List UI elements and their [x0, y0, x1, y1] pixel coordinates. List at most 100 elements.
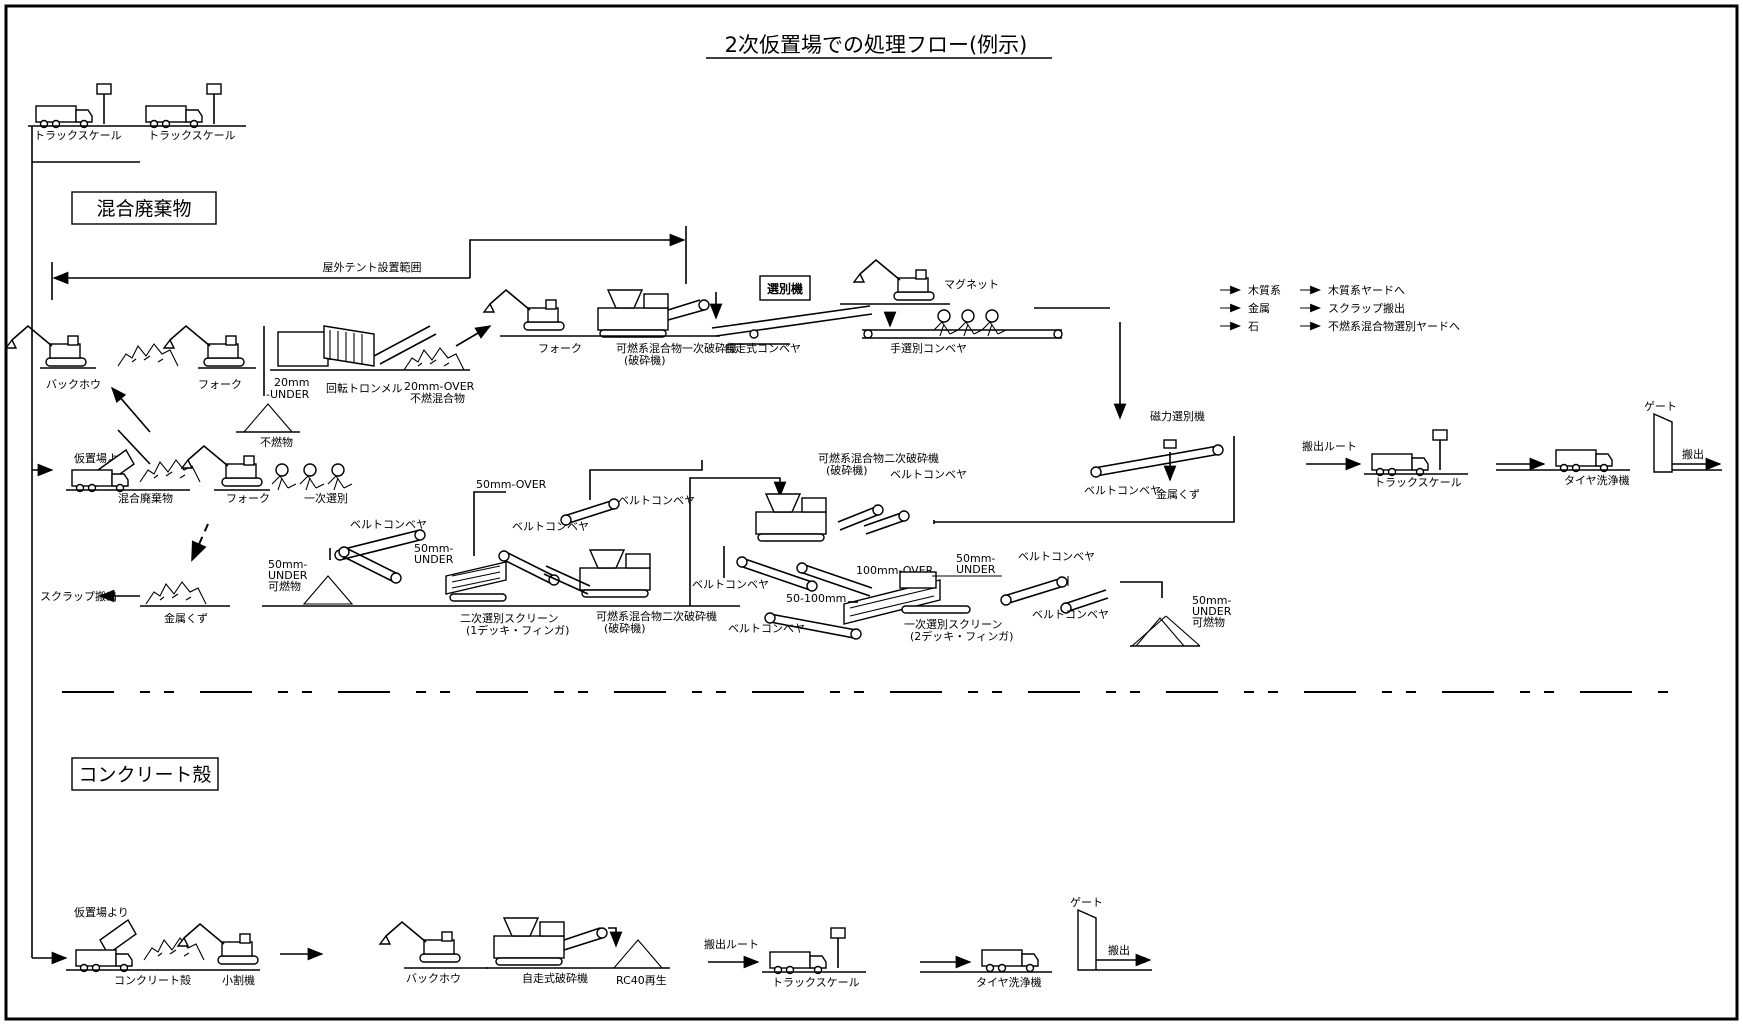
tire-wash-label-1: タイヤ洗浄機 — [1564, 473, 1630, 487]
over-50-top-label: 50mm-OVER — [476, 478, 547, 491]
screen-1st-label: 一次選別スクリーン(2デッキ・フィンガ) — [904, 617, 1013, 643]
fork-unit-3: フォーク — [181, 445, 270, 505]
incombustible-pile — [243, 403, 293, 433]
mixed-debris-label: 混合廃棄物 — [118, 491, 173, 505]
metal-scrap-label-2: 金属くず — [1156, 487, 1200, 501]
under-50-pile-a — [303, 575, 353, 605]
rotary-trommel-unit: 回転トロンメル — [270, 325, 470, 395]
concrete-shell-label: コンクリート殻 — [114, 973, 191, 987]
fork-label-1: フォーク — [198, 378, 242, 391]
under-20-label-1: 20mm-UNDER — [266, 376, 310, 401]
belt-conveyor-1b — [338, 546, 402, 584]
fork-label-3: フォーク — [226, 492, 270, 505]
backhoe-label: バックホウ — [46, 378, 101, 391]
secondary-screen: 二次選別スクリーン(1デッキ・フィンガ) — [445, 561, 569, 637]
gate-1: ゲート — [1644, 400, 1677, 473]
fork-unit-2: フォーク — [483, 289, 590, 355]
drop-arrow-rc40 — [608, 927, 623, 948]
belt-conveyor-7 — [796, 562, 873, 597]
flow-arrow-up-backhoe — [110, 386, 151, 433]
manual-conveyor-label: 手選別コンベヤ — [890, 341, 967, 355]
belt-label-1: ベルトコンベヤ — [350, 518, 427, 531]
truck-scale-label-4: トラックスケール — [772, 976, 860, 989]
route-to-crusher-2nd-b — [689, 477, 787, 606]
section-box-mixed — [71, 191, 217, 225]
crusher-2nd-b: 可燃系混合物二次破砕機(破砕機) — [755, 451, 939, 542]
out-metal-label: 金属 — [1248, 301, 1270, 315]
trommel-label: 回転トロンメル — [326, 382, 403, 395]
truck-scale-unit-3: トラックスケール — [1364, 429, 1468, 489]
belt-conveyor-9 — [1000, 576, 1068, 606]
magnetic-sep-label: 磁力選別機 — [1150, 409, 1205, 423]
flow-line-upper — [117, 429, 151, 465]
tire-wash-unit-1: タイヤ洗浄機 — [1496, 449, 1630, 487]
main-feed-line — [31, 126, 140, 958]
sorting-machine-label: 選別機 — [767, 281, 803, 296]
belt-conveyor-3b — [543, 565, 591, 595]
crusher-1-label: 可燃系混合物一次破砕機(破砕機) — [616, 341, 737, 367]
belt-label-5: ベルトコンベヤ — [692, 578, 769, 591]
section-box-concrete — [71, 757, 219, 791]
manual-sorting-conveyor: 手選別コンベヤ — [862, 309, 1063, 355]
self-crusher-label: 自走式破砕機 — [522, 971, 588, 985]
gate-label-2: ゲート — [1070, 896, 1103, 909]
belt-conveyor-6 — [736, 556, 818, 592]
incombustible-label: 不燃物 — [260, 435, 293, 449]
belt-label-8: ベルトコンベヤ — [1032, 608, 1109, 621]
tent-range-arrow-right — [469, 233, 686, 278]
fork-label-2: フォーク — [538, 342, 582, 355]
truck-scale-unit-2: トラックスケール — [140, 83, 246, 142]
rc40-pile — [613, 939, 663, 969]
belt-label-6: ベルトコンベヤ — [728, 622, 805, 635]
small-crusher-unit: 小割機 — [177, 923, 259, 987]
truck-scale-label-1: トラックスケール — [34, 129, 122, 142]
belt-conveyor-2 — [560, 498, 620, 526]
tire-wash-unit-2: タイヤ洗浄機 — [920, 949, 1052, 989]
section-label-concrete: コンクリート殻 — [78, 764, 211, 786]
fork-unit-1: フォーク — [163, 325, 256, 391]
crusher-2nd-a: 可燃系混合物二次破砕機(破砕機) — [579, 549, 717, 635]
self-crusher-unit: 自走式破砕機 — [486, 917, 608, 985]
sorting-machine-box — [759, 275, 811, 301]
combustible-crusher-1: 可燃系混合物一次破砕機(破砕機) — [590, 289, 737, 367]
truck-scale-unit-4: トラックスケール — [762, 927, 866, 989]
self-conveyor-label: 自走式コンベヤ — [724, 342, 801, 355]
under-50-pile-d — [1135, 617, 1185, 647]
dump-truck-mixed: 仮置場より 混合廃棄物 — [66, 448, 201, 505]
backhoe-unit: バックホウ — [5, 325, 101, 391]
tent-range-label: 屋外テント設置範囲 — [323, 260, 422, 274]
belt-label-3: ベルトコンベヤ — [512, 520, 589, 533]
magnetic-conveyor — [1090, 439, 1224, 478]
rc40-label: RC40再生 — [616, 973, 667, 987]
out-wood-label: 木質系 — [1248, 283, 1281, 297]
backhoe-unit-2: バックホウ — [379, 921, 488, 985]
self-conveyor-unit: 自走式コンベヤ — [711, 305, 873, 355]
magnet-unit: マグネット — [840, 259, 999, 305]
out-label-2: 搬出 — [1108, 943, 1130, 957]
dest-wood-label: 木質系ヤードへ — [1328, 283, 1405, 297]
truck-scale-label-3: トラックスケール — [1374, 476, 1462, 489]
crusher-2nd-b-label: 可燃系混合物二次破砕機(破砕機) — [818, 451, 939, 477]
belt-conveyor-1 — [334, 529, 426, 561]
dump-truck-concrete: 仮置場より コンクリート殻 — [66, 906, 260, 987]
metal-scrap-pile-1 — [145, 581, 207, 605]
backhoe-label-2: バックホウ — [406, 972, 461, 985]
screen-2nd-label: 二次選別スクリーン(1デッキ・フィンガ) — [460, 611, 569, 637]
metal-scrap-label-1: 金属くず — [164, 611, 208, 625]
belt-conveyor-4 — [837, 504, 884, 531]
primary-sort-workers: 一次選別 — [271, 463, 353, 505]
belt-conveyor-8 — [764, 612, 862, 640]
out-stone-label: 石 — [1248, 320, 1259, 333]
range-50-100-label: 50-100mm — [786, 592, 846, 605]
frame-border — [4, 4, 1739, 1021]
dashed-arrow-metal — [191, 523, 209, 562]
tire-wash-label-2: タイヤ洗浄機 — [976, 975, 1042, 989]
exit-route-label-2: 搬出ルート — [704, 937, 759, 951]
flow-arrow-to-fork2 — [455, 325, 492, 347]
belt-label-4: ベルトコンベヤ — [890, 468, 967, 481]
gate-label-1: ゲート — [1644, 400, 1677, 413]
